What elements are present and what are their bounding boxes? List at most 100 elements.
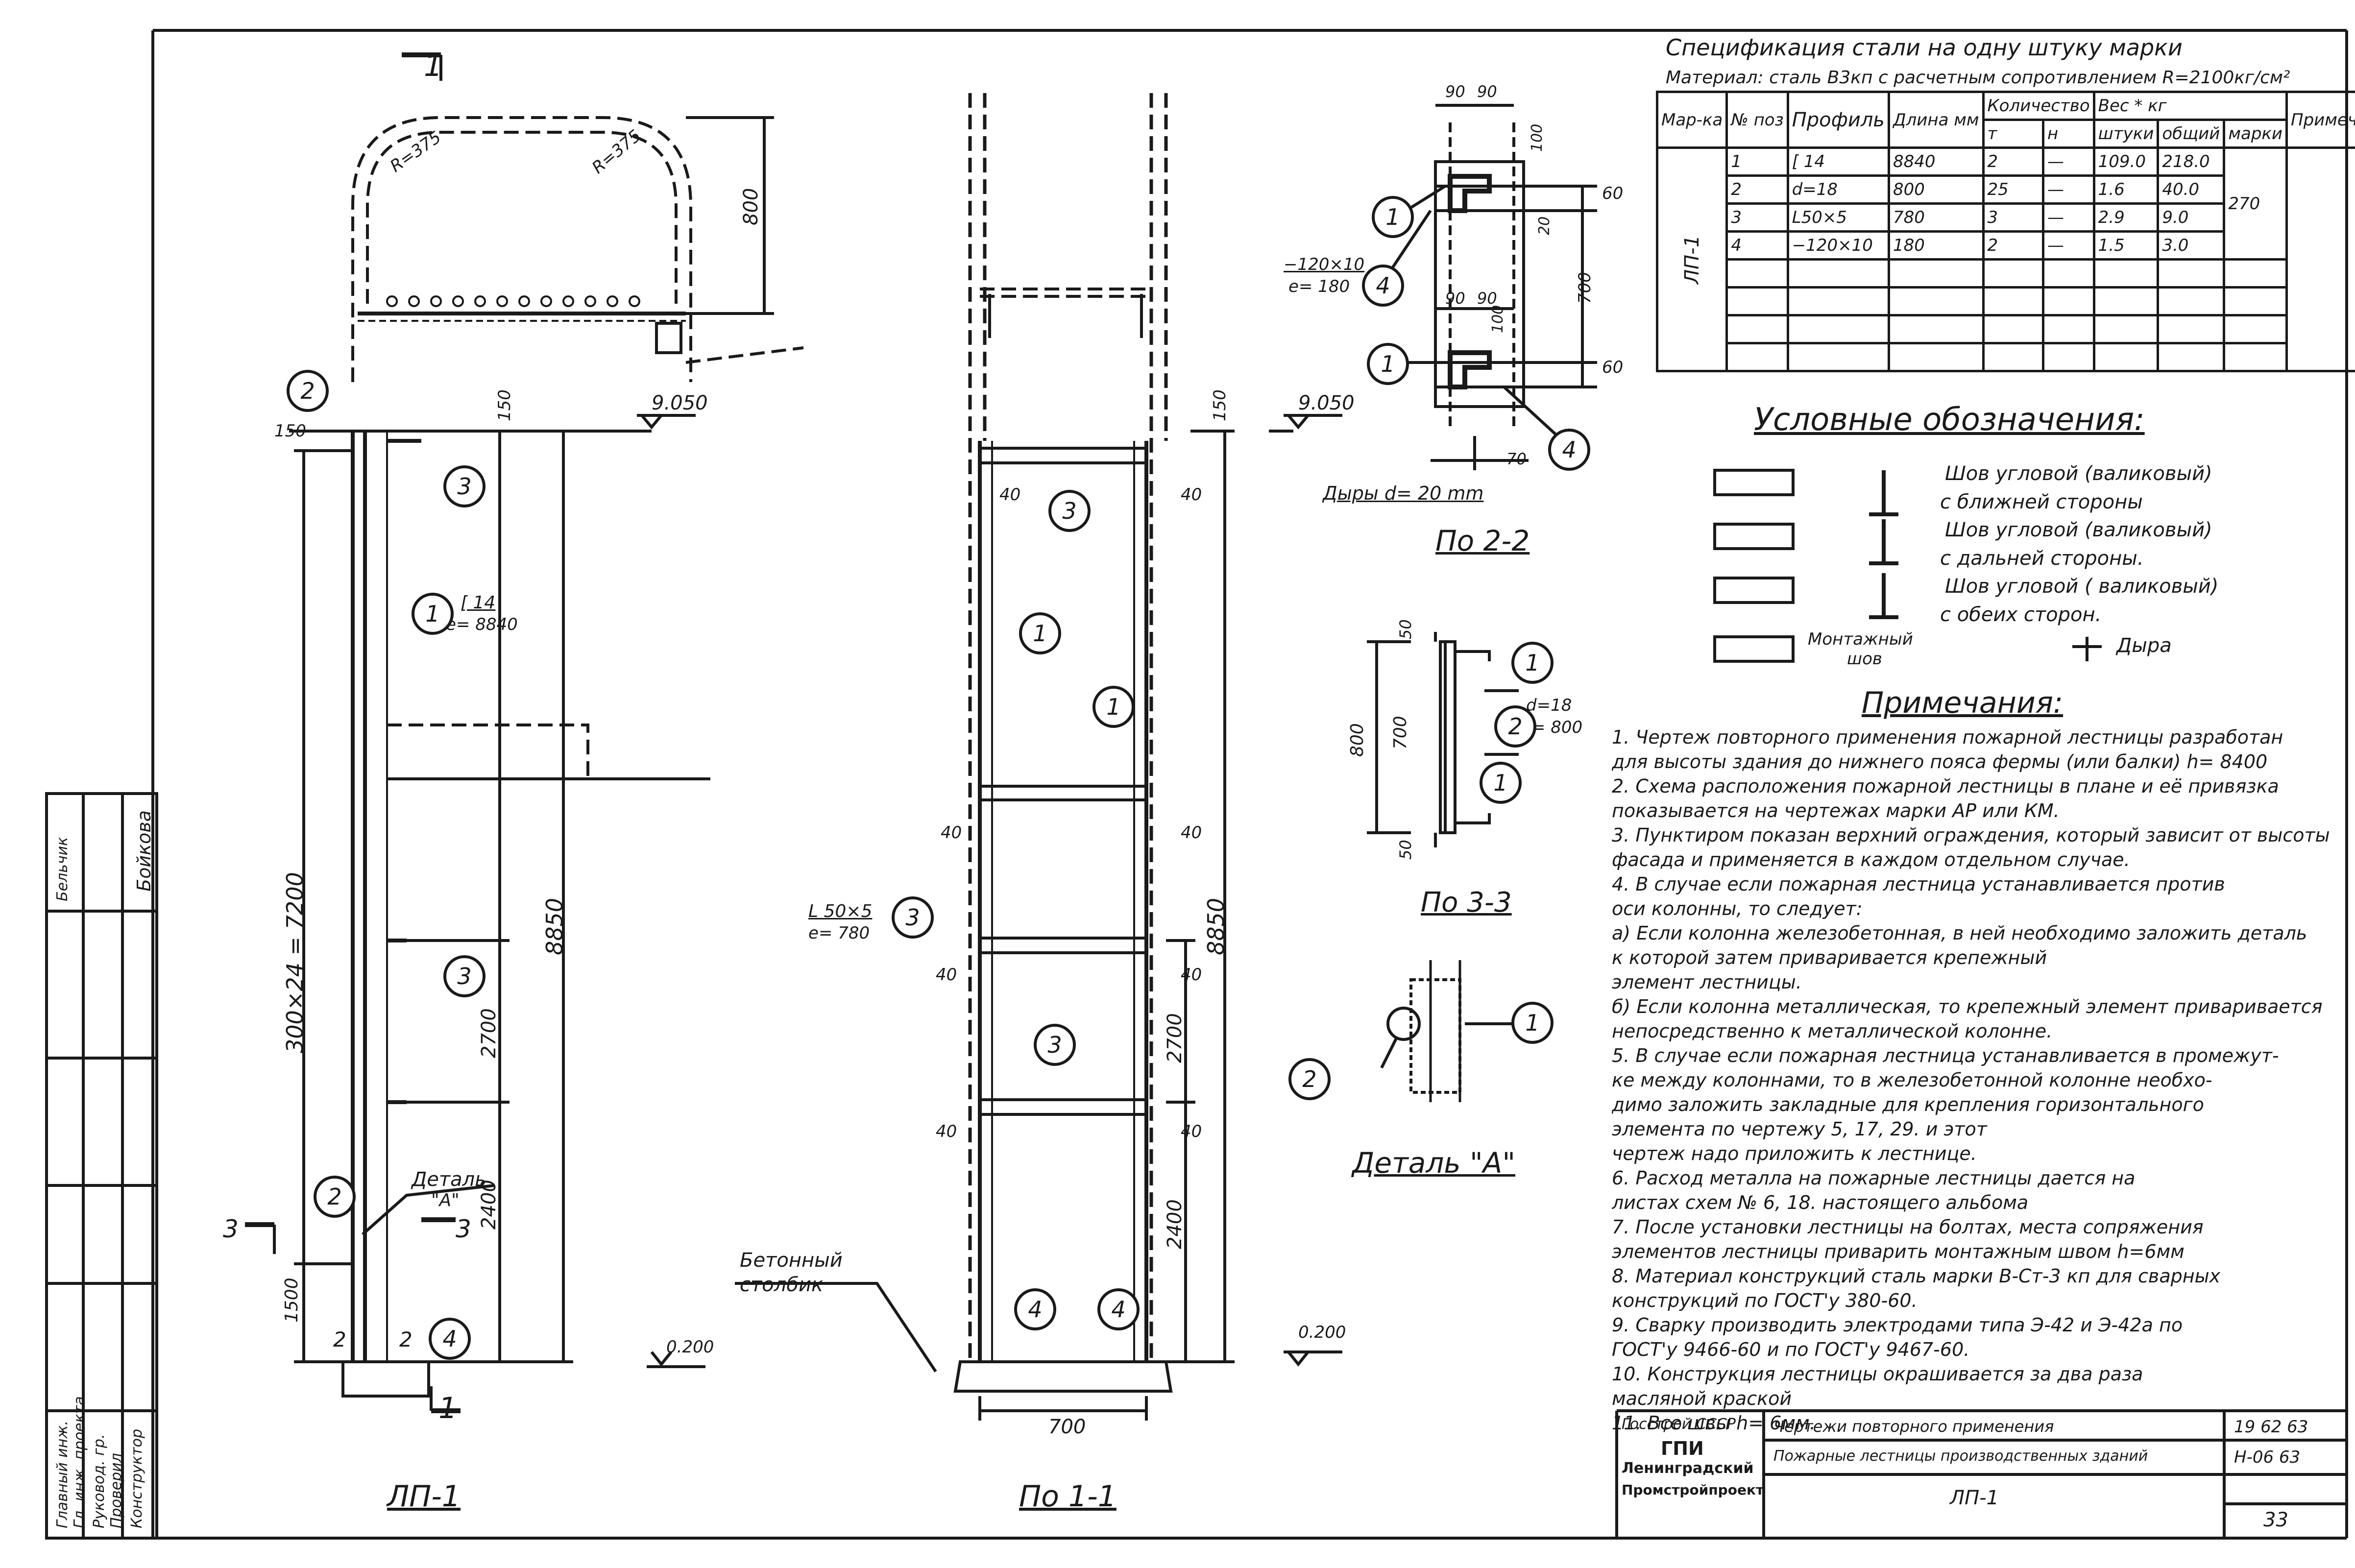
note-line: элемент лестницы.: [1612, 971, 1802, 993]
dim-2700-main: 2700: [478, 1008, 500, 1058]
callout-1-s22-bottom: 1: [1367, 343, 1409, 385]
hdr-qty: Количество: [1982, 91, 2095, 121]
label-d18: d=18: [1526, 696, 1572, 715]
legend-item-both-2: с обеих сторон.: [1940, 603, 2102, 626]
stamp-name-2: Бойкова: [133, 810, 155, 892]
note-line: фасада и применяется в каждом отдельном …: [1612, 849, 2130, 870]
note-line: масляной краской: [1612, 1388, 1792, 1409]
note-line: 9. Сварку производить электродами типа Э…: [1612, 1314, 2183, 1336]
callout-3-top: 3: [443, 465, 486, 507]
dim-50-b: 50: [1396, 840, 1415, 860]
steel-spec-table: Спецификация стали на одну штуку марки М…: [1655, 34, 2355, 372]
dim-150-section: 150: [1210, 389, 1230, 421]
dim-70: 70: [1506, 450, 1527, 468]
table-row: 4 −120×10 180 2 — 1.5 3.0: [1657, 230, 2355, 261]
cell-qty-n: —: [2042, 146, 2095, 177]
legend-item-near-2: с ближней стороны: [1940, 491, 2143, 513]
legend-item-near-1: Шов угловой (валиковый): [1945, 462, 2212, 485]
dim-150-left: 150: [274, 421, 306, 441]
stamp-role-4: Проверил: [108, 1453, 125, 1528]
view-label-lp1: ЛП-1: [387, 1479, 461, 1514]
dim-40-a: 40: [999, 485, 1021, 505]
hdr-pos: № поз: [1725, 91, 1789, 149]
mark-label: ЛП-1: [1680, 235, 1703, 284]
stamp-role-2: Гл. инж. проекта: [71, 1396, 88, 1528]
label-e8840: e= 8840: [446, 615, 518, 634]
legend-item-far-2: с дальней стороны.: [1940, 547, 2144, 570]
cell-w-total: 40.0: [2157, 174, 2226, 205]
cell-w-piece: 1.5: [2092, 230, 2160, 261]
cell-qty-t: 25: [1982, 174, 2045, 205]
dim-40-f: 40: [1181, 965, 1202, 985]
note-line: конструкций по ГОСТ'у 380-60.: [1612, 1290, 1918, 1311]
cell-length: 800: [1887, 174, 1985, 205]
table-row-empty: [1657, 342, 2355, 372]
dim-100-b: 100: [1489, 305, 1506, 333]
label-detal: Деталь: [412, 1168, 486, 1191]
dim-150-right: 150: [495, 389, 514, 421]
tb-org-4: Промстройпроект: [1622, 1482, 1764, 1498]
dim-90-b: 90: [1477, 82, 1497, 101]
cell-w-mark: 270: [2223, 146, 2288, 261]
label-beton-2: столбик: [740, 1274, 824, 1296]
dim-40-d: 40: [1181, 823, 1202, 843]
cell-pos: 4: [1725, 230, 1789, 261]
note-line: 2. Схема расположения пожарной лестницы …: [1612, 775, 2279, 797]
cell-w-total: 9.0: [2157, 202, 2226, 233]
dim-40-h: 40: [1181, 1122, 1202, 1141]
cell-qty-t: 2: [1982, 146, 2045, 177]
label-l50: L 50×5: [808, 901, 873, 921]
hdr-length: Длина мм: [1887, 91, 1985, 149]
hdr-note: Примечание: [2285, 91, 2355, 149]
dim-700-base: 700: [1048, 1416, 1086, 1438]
cell-length: 8840: [1887, 146, 1985, 177]
callout-4-s11-a: 4: [1014, 1288, 1056, 1330]
cell-pos: 3: [1725, 202, 1789, 233]
tb-sheet-name: ЛП-1: [1950, 1487, 1999, 1509]
note-line: ке между колоннами, то в железобетонной …: [1612, 1069, 2212, 1091]
tb-org-1: Госстрой СССР: [1622, 1416, 1736, 1433]
dim-60-b: 60: [1602, 358, 1624, 377]
note-line: а) Если колонна железобетонная, в ней не…: [1612, 922, 2307, 944]
note-line: б) Если колонна металлическая, то крепеж…: [1612, 996, 2323, 1017]
cell-pos: 2: [1725, 174, 1789, 205]
section-mark-1-top: 1: [424, 49, 443, 83]
tb-org-3: Ленинградский: [1622, 1460, 1754, 1477]
dim-40-g: 40: [936, 1122, 957, 1141]
cell-note: [2285, 146, 2355, 372]
cell-w-piece: 109.0: [2092, 146, 2160, 177]
cell-profile: [ 14: [1786, 146, 1890, 177]
dim-8850-main: 8850: [541, 897, 568, 955]
label-holes: Дыры d= 20 mm: [1323, 482, 1484, 504]
callout-1-s33-top: 1: [1511, 642, 1554, 684]
cell-w-total: 3.0: [2157, 230, 2226, 261]
label-beton-1: Бетонный: [740, 1249, 843, 1272]
callout-2-detail: 2: [314, 1176, 356, 1218]
dim-800: 800: [740, 188, 762, 225]
dim-100-a: 100: [1529, 123, 1546, 152]
dim-40-b: 40: [1181, 485, 1202, 505]
view-label-detail-a: Деталь "А": [1352, 1146, 1516, 1180]
note-line: непосредственно к металлической колонне.: [1612, 1020, 2053, 1042]
elev-0200-section: 0.200: [1298, 1323, 1346, 1342]
legend-mount-2: шов: [1847, 649, 1882, 669]
callout-4-s11-b: 4: [1097, 1288, 1140, 1330]
hdr-w-piece: штуки: [2092, 119, 2160, 149]
tb-desc-1: Чертежи повторного применения: [1773, 1417, 2054, 1436]
legend-title: Условные обозначения:: [1754, 402, 2145, 438]
dim-40-e: 40: [936, 965, 957, 985]
dim-20: 20: [1536, 216, 1553, 235]
note-line: ГОСТ'у 9466-60 и по ГОСТ'у 9467-60.: [1612, 1339, 1970, 1360]
dim-40-c: 40: [941, 823, 962, 843]
cell-qty-t: 3: [1982, 202, 2045, 233]
callout-4-s22-bottom: 4: [1548, 429, 1590, 471]
tb-desc-2: Пожарные лестницы производственных здани…: [1773, 1447, 2148, 1465]
table-row: 3 L50×5 780 3 — 2.9 9.0: [1657, 202, 2355, 233]
stamp-name-1: Бельчик: [54, 837, 71, 901]
cell-w-piece: 2.9: [2092, 202, 2160, 233]
note-line: 6. Расход металла на пожарные лестницы д…: [1612, 1167, 2136, 1189]
callout-2-s33: 2: [1494, 705, 1536, 748]
cell-length: 180: [1887, 230, 1985, 261]
callout-3-mid: 3: [443, 955, 486, 997]
